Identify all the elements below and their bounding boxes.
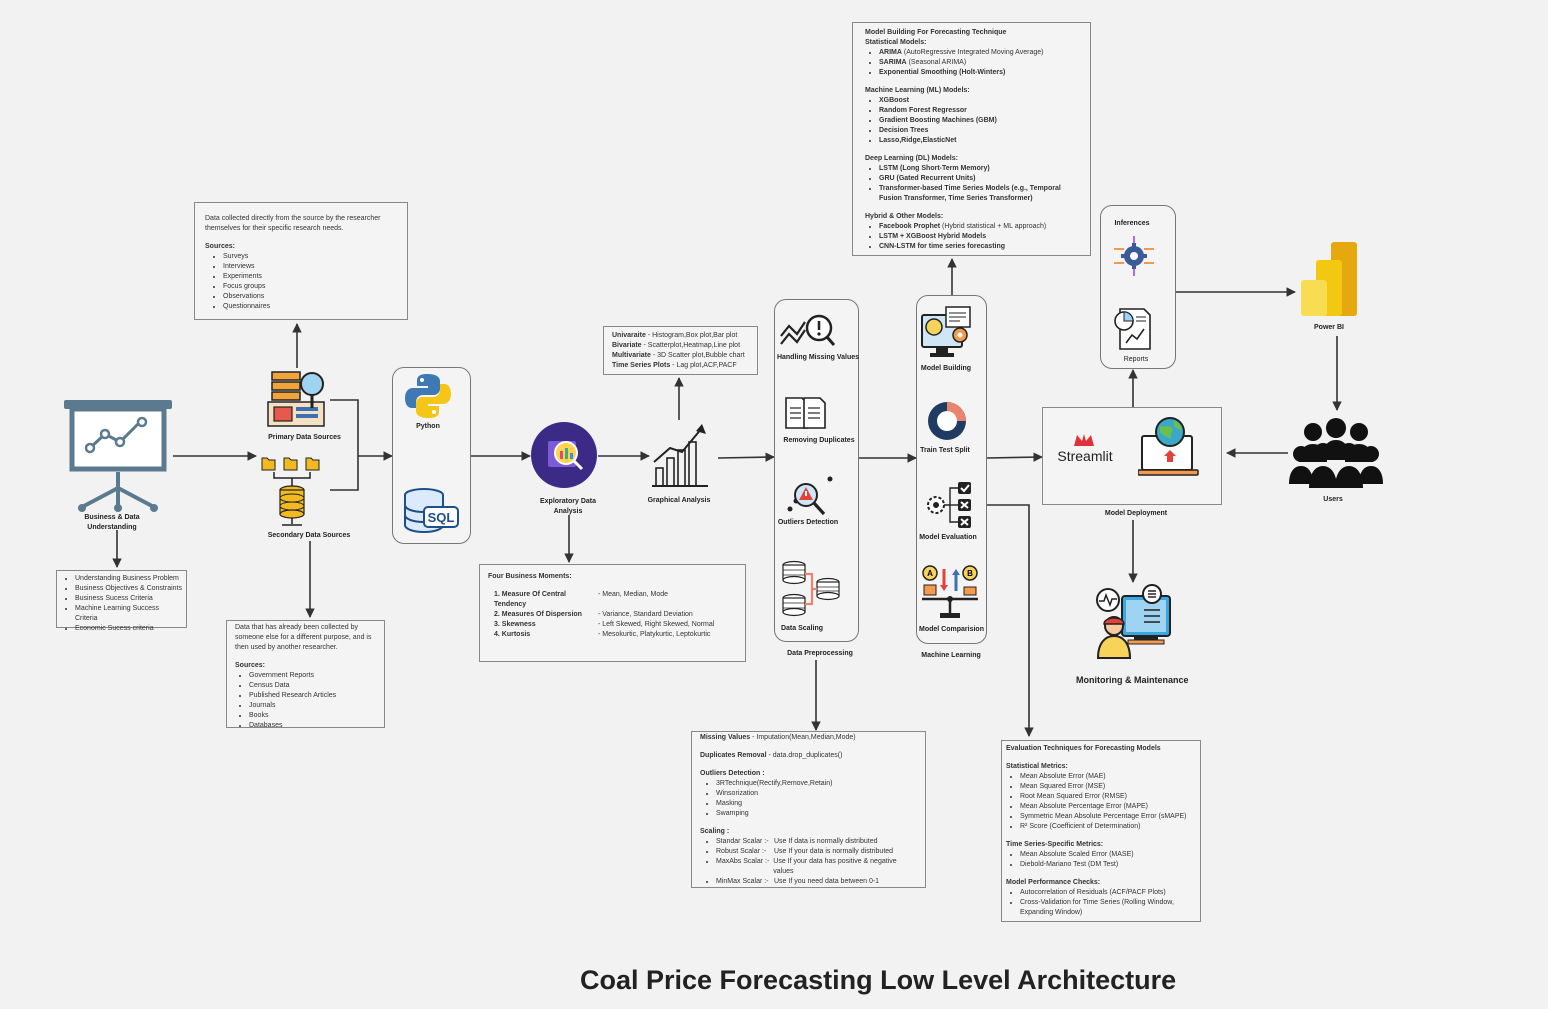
inferences-label: Inferences — [1114, 220, 1150, 227]
secondary-label: Secondary Data Sources — [267, 532, 351, 539]
model-comp-label: Model Comparision — [919, 626, 984, 633]
streamlit-label: Streamlit — [1057, 448, 1113, 464]
server-search-icon — [267, 371, 325, 427]
model-building-label: Model Building — [920, 365, 972, 372]
svg-text:B: B — [967, 569, 973, 578]
svg-text:A: A — [927, 569, 933, 578]
model-evaluation-icon — [927, 482, 971, 528]
graphical-label: Graphical Analysis — [647, 497, 711, 504]
report-document-icon — [1114, 308, 1151, 350]
outlier-detection-icon — [787, 476, 833, 516]
business-understanding-box: Understanding Business Problem Business … — [56, 570, 187, 632]
eda-analytics-icon — [531, 422, 597, 488]
powerbi-label: Power BI — [1314, 324, 1344, 331]
bar-chart-growth-icon — [652, 424, 708, 487]
streamlit-crown-icon — [1074, 434, 1094, 446]
arrow-graphical-to-prep — [717, 452, 775, 462]
primary-label: Primary Data Sources — [268, 434, 341, 441]
model-eval-label: Model Evaluation — [919, 534, 977, 541]
missing-values-icon — [780, 314, 835, 346]
page-title: Coal Price Forecasting Low Level Archite… — [580, 965, 1177, 995]
database-stack-icon — [273, 472, 311, 526]
removing-duplicates-label: Removing Duplicates — [783, 437, 855, 444]
reports-label: Reports — [1123, 356, 1149, 363]
presentation-board-icon — [64, 400, 172, 512]
folders-icon — [261, 457, 320, 471]
handling-missing-label: Handling Missing Values — [776, 354, 860, 361]
duplicate-documents-icon — [785, 397, 826, 429]
ml-label: Machine Learning — [921, 652, 981, 659]
eda-label: Exploratory Data Analysis — [539, 498, 597, 515]
data-scaling-icon — [782, 560, 840, 617]
graphical-analysis-box: Univaraite - Histogram,Box plot,Bar plot… — [603, 326, 758, 375]
powerbi-logo-icon — [1301, 242, 1357, 316]
python-logo-icon — [405, 374, 451, 418]
preprocessing-details-box: Missing Values - Imputation(Mean,Median,… — [691, 731, 926, 888]
gear-network-icon — [1114, 236, 1154, 276]
train-test-label: Train Test Split — [920, 447, 970, 454]
model-comparison-icon: A B — [922, 565, 978, 618]
secondary-sources-box: Data that has already been collected by … — [226, 620, 385, 729]
arrow-ml-to-deploy — [986, 452, 1043, 462]
business-moments-box: Four Business Moments: 1. Measure Of Cen… — [479, 564, 746, 662]
monitoring-engineer-icon — [1096, 584, 1171, 659]
business-list: Understanding Business Problem Business … — [61, 574, 182, 634]
python-label: Python — [416, 423, 440, 430]
users-group-icon — [1289, 418, 1383, 488]
outliers-label: Outliers Detection — [777, 519, 839, 526]
svg-text:SQL: SQL — [428, 510, 455, 525]
laptop-deploy-icon — [1138, 417, 1199, 476]
models-box: Model Building For Forecasting Technique… — [852, 22, 1091, 256]
model-building-icon — [921, 306, 971, 357]
business-label: Business & Data Understanding — [84, 514, 140, 531]
bracket-top — [330, 399, 359, 491]
users-label: Users — [1323, 496, 1343, 503]
preprocessing-label: Data Preprocessing — [787, 650, 853, 657]
sql-database-icon: SQL — [404, 488, 459, 534]
scaling-label: Data Scaling — [780, 625, 823, 632]
deployment-label: Model Deployment — [1104, 510, 1168, 517]
evaluation-box: Evaluation Techniques for Forecasting Mo… — [1001, 740, 1201, 922]
primary-sources-box: Data collected directly from the source … — [194, 202, 408, 320]
arrow-ml-to-evalbox — [987, 504, 1034, 737]
train-test-pie-icon — [928, 402, 966, 440]
monitoring-label: Monitoring & Maintenance — [1076, 675, 1189, 685]
